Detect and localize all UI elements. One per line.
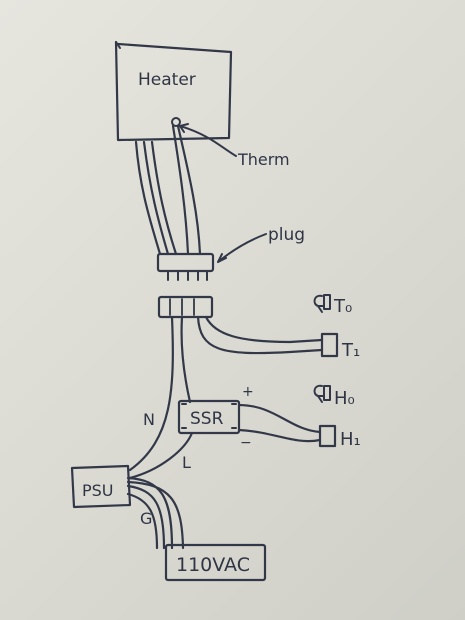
psu-box bbox=[70, 464, 132, 509]
mains-box bbox=[164, 543, 267, 582]
ssr-label: SSR bbox=[190, 409, 224, 429]
ssr-plus-label: + bbox=[242, 384, 254, 400]
therm-label: Therm bbox=[237, 150, 290, 169]
h0-connector bbox=[313, 384, 331, 403]
plug-female bbox=[157, 295, 214, 319]
t0-label: T₀ bbox=[333, 296, 352, 317]
ground-label: G bbox=[140, 509, 152, 528]
thermistor-wires bbox=[196, 315, 324, 355]
thermistor bbox=[171, 117, 237, 157]
line-label: L bbox=[182, 453, 191, 472]
line-wire bbox=[128, 431, 194, 480]
h1-connector bbox=[318, 424, 337, 448]
plug-arrow bbox=[217, 233, 267, 263]
h1-label: H₁ bbox=[340, 429, 361, 450]
plug-label: plug bbox=[268, 225, 305, 245]
mains-label: 110VAC bbox=[176, 554, 250, 576]
psu-label: PSU bbox=[82, 481, 114, 500]
t1-label: T₁ bbox=[341, 340, 360, 361]
ssr-box bbox=[177, 399, 241, 435]
h0-label: H₀ bbox=[334, 388, 355, 409]
heater-hot-wire bbox=[180, 315, 192, 404]
plug-male bbox=[156, 252, 215, 281]
t0-connector bbox=[313, 294, 331, 313]
neutral-wire bbox=[128, 315, 174, 472]
neutral-label: N bbox=[143, 410, 155, 429]
t1-connector bbox=[320, 332, 339, 358]
ssr-control-wires bbox=[237, 403, 322, 443]
ssr-minus-label: − bbox=[240, 435, 252, 451]
heater-label: Heater bbox=[138, 70, 196, 90]
mains-cable bbox=[126, 476, 185, 550]
heater-box bbox=[114, 40, 233, 142]
heater-cable bbox=[134, 124, 202, 256]
